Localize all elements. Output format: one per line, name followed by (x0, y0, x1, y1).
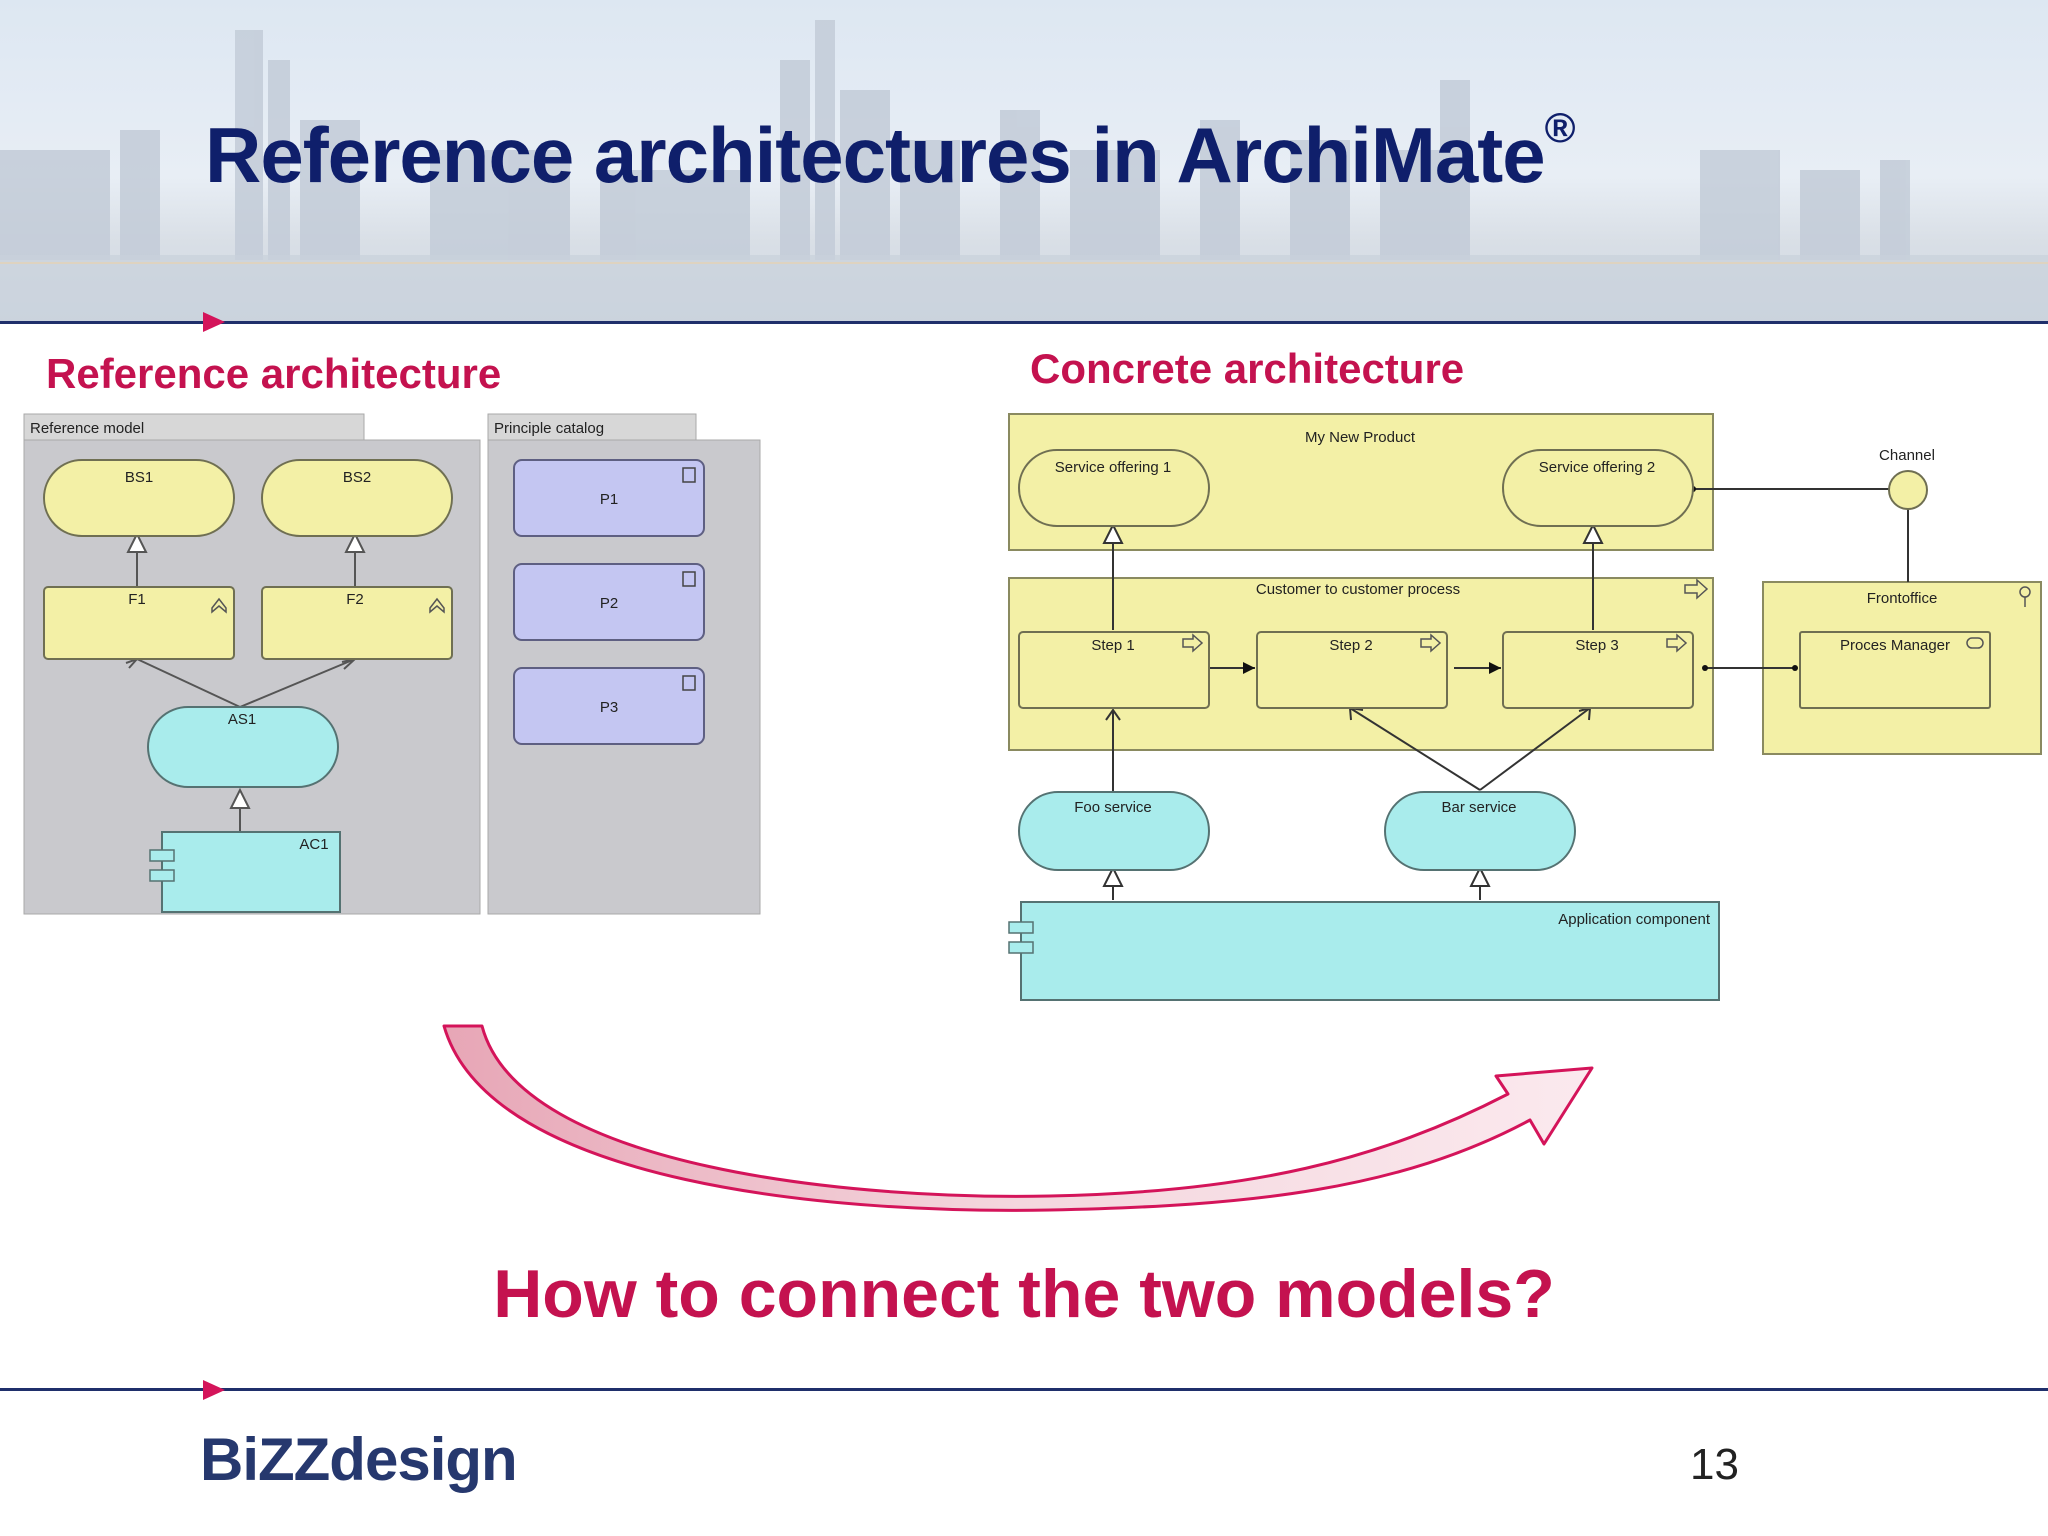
component-icon (1008, 941, 1034, 954)
channel-label: Channel (1879, 447, 1935, 464)
process-icon (1182, 633, 1204, 653)
application-service-bar (1384, 791, 1576, 871)
realization-arrowhead-icon (1102, 865, 1124, 887)
role-icon (1966, 637, 1984, 649)
frontoffice-label: Frontoffice (1867, 590, 1938, 607)
page-number: 13 (1690, 1440, 1739, 1489)
service-offering-1 (1018, 449, 1210, 527)
service-offering-2 (1502, 449, 1694, 527)
role-proces-manager (1799, 631, 1991, 709)
process-label: Customer to customer process (1256, 581, 1460, 598)
process-step-1 (1018, 631, 1210, 709)
process-step-3 (1502, 631, 1694, 709)
application-service-as1-label: AS1 (228, 711, 256, 728)
business-service-bs2 (261, 459, 453, 537)
principle-p2-label: P2 (600, 595, 618, 612)
footer-rule-arrow-icon (203, 1380, 225, 1400)
reference-architecture-heading: Reference architecture (46, 350, 502, 397)
principle-p3-label: P3 (600, 699, 618, 716)
process-step-2-label: Step 2 (1329, 637, 1372, 654)
reference-model-tab (23, 413, 365, 441)
bizzdesign-logo: BiZZdesign (200, 1426, 518, 1493)
concrete-architecture-diagram: My New Product Customer to customer proc… (1008, 413, 2042, 1001)
principle-p1 (513, 459, 705, 537)
process-icon (1684, 578, 1709, 600)
function-icon (211, 597, 227, 614)
role-label: Proces Manager (1840, 637, 1950, 654)
principle-catalog-tab-label: Principle catalog (494, 420, 604, 437)
service-offering-2-label: Service offering 2 (1539, 459, 1655, 476)
channel-interface (1888, 470, 1928, 510)
concrete-architecture-heading: Concrete architecture (1030, 345, 1465, 392)
registered-mark: ® (1544, 104, 1576, 151)
process-step-3-label: Step 3 (1575, 637, 1618, 654)
application-component-label: Application component (1558, 911, 1711, 928)
realization-arrowhead-icon (1102, 522, 1124, 544)
principle-p3 (513, 667, 705, 745)
realization-arrowhead-icon (344, 531, 366, 553)
component-icon (149, 869, 175, 882)
function-f2 (261, 586, 453, 660)
principle-icon (682, 571, 696, 587)
process-icon (1666, 633, 1688, 653)
business-service-bs2-label: BS2 (343, 469, 371, 486)
business-service-bs1-label: BS1 (125, 469, 153, 486)
principle-p1-label: P1 (600, 491, 618, 508)
principle-icon (682, 675, 696, 691)
slide-title: Reference architectures in ArchiMate® (205, 104, 1576, 199)
realization-arrowhead-icon (126, 531, 148, 553)
reference-model-tab-label: Reference model (30, 420, 144, 437)
principle-icon (682, 467, 696, 483)
application-component-ac1-label: AC1 (299, 836, 328, 853)
component-icon (1008, 921, 1034, 934)
application-service-foo (1018, 791, 1210, 871)
application-component (1020, 901, 1720, 1001)
service-offering-1-label: Service offering 1 (1055, 459, 1171, 476)
product-label: My New Product (1305, 429, 1416, 446)
reference-model-diagram: Reference model Principle catalog BS1 BS… (23, 413, 761, 915)
triggering-arrowhead-icon (1243, 662, 1255, 674)
header-rule-arrow-icon (203, 312, 225, 332)
application-service-as1 (147, 706, 339, 788)
triggering-arrowhead-icon (1489, 662, 1501, 674)
principle-p2 (513, 563, 705, 641)
component-icon (149, 849, 175, 862)
function-icon (429, 597, 445, 614)
process-step-1-label: Step 1 (1091, 637, 1134, 654)
foo-service-label: Foo service (1074, 799, 1152, 816)
connect-question: How to connect the two models? (493, 1256, 1555, 1332)
realization-arrowhead-icon (229, 787, 251, 809)
skyline-banner (0, 0, 2048, 322)
function-f1 (43, 586, 235, 660)
process-step-2 (1256, 631, 1448, 709)
footer-rule (0, 1388, 2048, 1391)
function-f1-label: F1 (128, 591, 146, 608)
process-icon (1420, 633, 1442, 653)
bar-service-label: Bar service (1441, 799, 1516, 816)
header-rule (0, 321, 2048, 324)
principle-catalog-tab (487, 413, 697, 441)
realization-arrowhead-icon (1469, 865, 1491, 887)
realization-arrowhead-icon (1582, 522, 1604, 544)
function-f2-label: F2 (346, 591, 364, 608)
business-service-bs1 (43, 459, 235, 537)
curved-connect-arrow-icon (442, 1024, 1594, 1212)
